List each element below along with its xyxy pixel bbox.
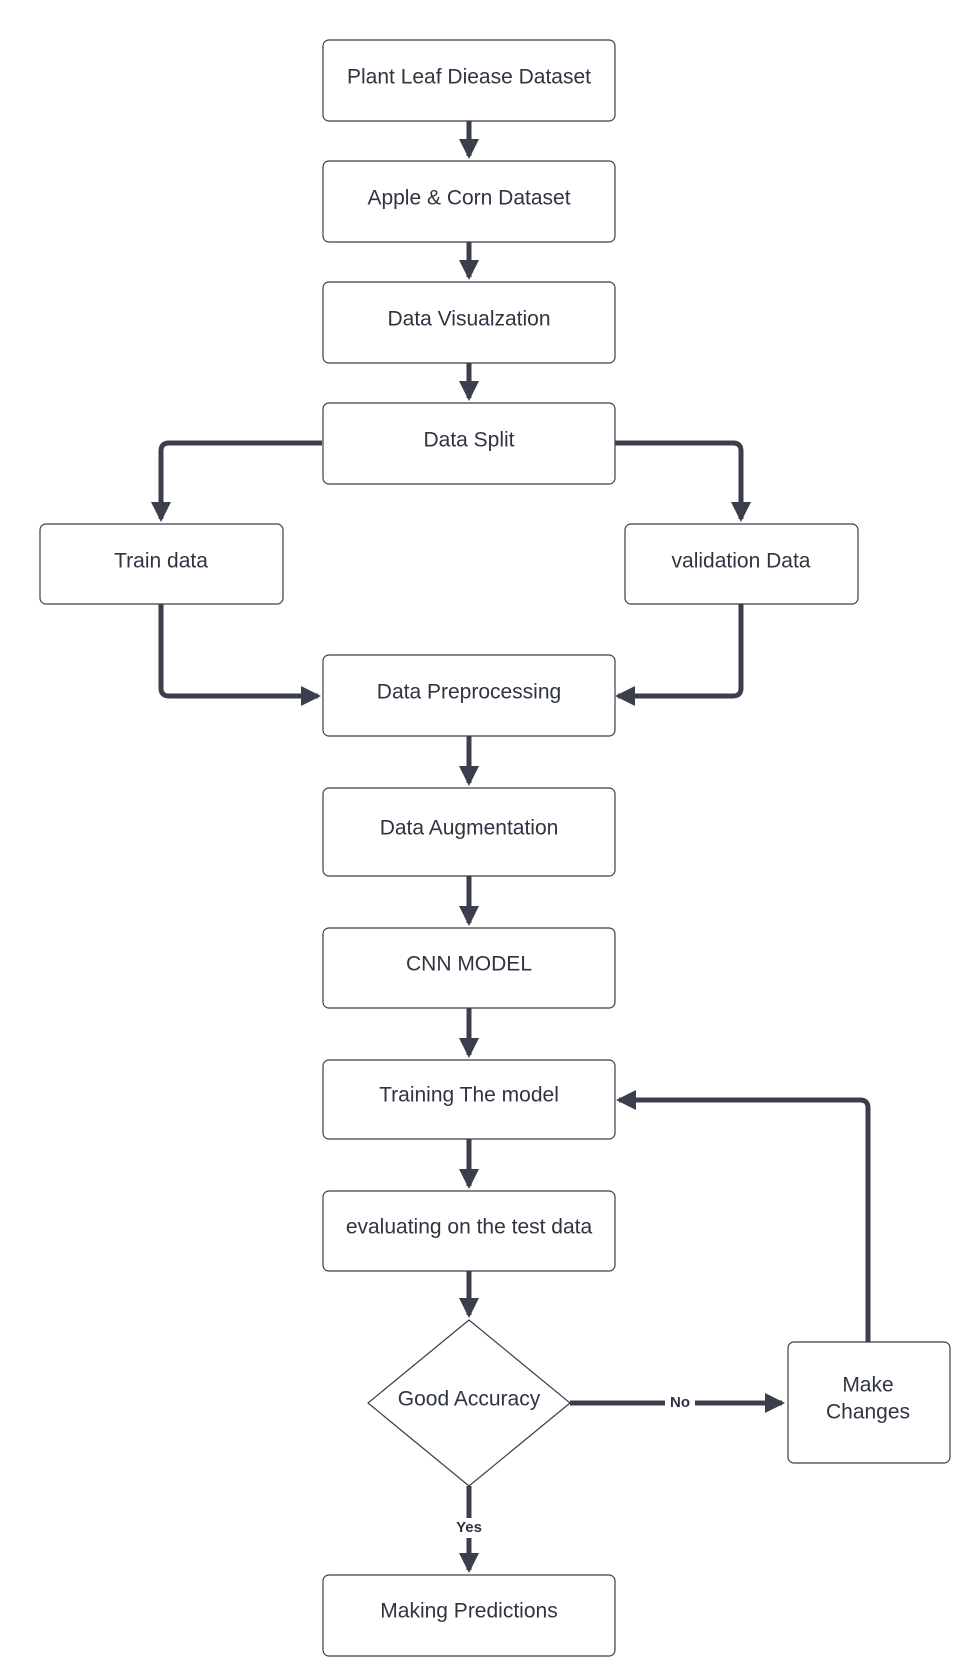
node-box [322,281,616,364]
node-box [322,402,616,485]
node-make-changes[interactable]: Make Changes [787,1341,951,1464]
node-training-the-model[interactable]: Training The model [322,1059,616,1140]
no-label-bg [665,1393,695,1413]
node-data-augmentation[interactable]: Data Augmentation [322,787,616,877]
node-label: Train data [114,550,208,573]
edge-train-to-preprocessing [158,604,321,706]
node-cnn-model[interactable]: CNN MODEL [322,927,616,1009]
node-label: evaluating on the test data [346,1216,593,1239]
node-box [787,1341,951,1464]
edge-split-to-train [151,440,322,522]
node-box [322,1059,616,1140]
decision-diamond [367,1319,571,1487]
node-apple-corn-dataset[interactable]: Apple & Corn Dataset [322,160,616,243]
yes-label: Yes [456,1519,482,1536]
node-label-line-1: Make [842,1374,893,1397]
node-good-accuracy-decision[interactable]: Good Accuracy [367,1319,571,1487]
yes-label-bg [452,1518,486,1538]
node-box [322,927,616,1009]
node-box [322,1574,616,1657]
node-box [322,1190,616,1272]
node-label: CNN MODEL [406,953,532,976]
node-label: Making Predictions [380,1600,557,1623]
node-box [322,39,616,122]
no-label: No [670,1394,690,1411]
node-label: Data Split [423,429,514,452]
node-box [624,523,859,605]
node-train-data[interactable]: Train data [39,523,284,605]
node-data-preprocessing[interactable]: Data Preprocessing [322,654,616,737]
node-making-predictions[interactable]: Making Predictions [322,1574,616,1657]
edge-split-to-validation [614,440,751,522]
node-label: Data Preprocessing [377,681,561,704]
edge-labels: No Yes [452,1393,695,1538]
node-data-split[interactable]: Data Split [322,402,616,485]
node-label: Apple & Corn Dataset [367,187,570,210]
node-box [39,523,284,605]
node-label: Good Accuracy [398,1388,541,1411]
node-box [322,654,616,737]
edge-make-changes-to-training [616,1090,871,1342]
edge-validation-to-preprocessing [615,604,744,706]
node-label: Data Visualzation [387,308,550,331]
node-label-line-2: Changes [826,1401,910,1424]
node-box [322,160,616,243]
node-label: Plant Leaf Diease Dataset [347,66,591,89]
node-label: Data Augmentation [380,817,559,840]
node-box [322,787,616,877]
node-validation-data[interactable]: validation Data [624,523,859,605]
node-plant-dataset[interactable]: Plant Leaf Diease Dataset [322,39,616,122]
node-label: Training The model [379,1084,559,1107]
node-data-visualization[interactable]: Data Visualzation [322,281,616,364]
node-evaluating-test-data[interactable]: evaluating on the test data [322,1190,616,1272]
node-label: validation Data [672,550,811,573]
